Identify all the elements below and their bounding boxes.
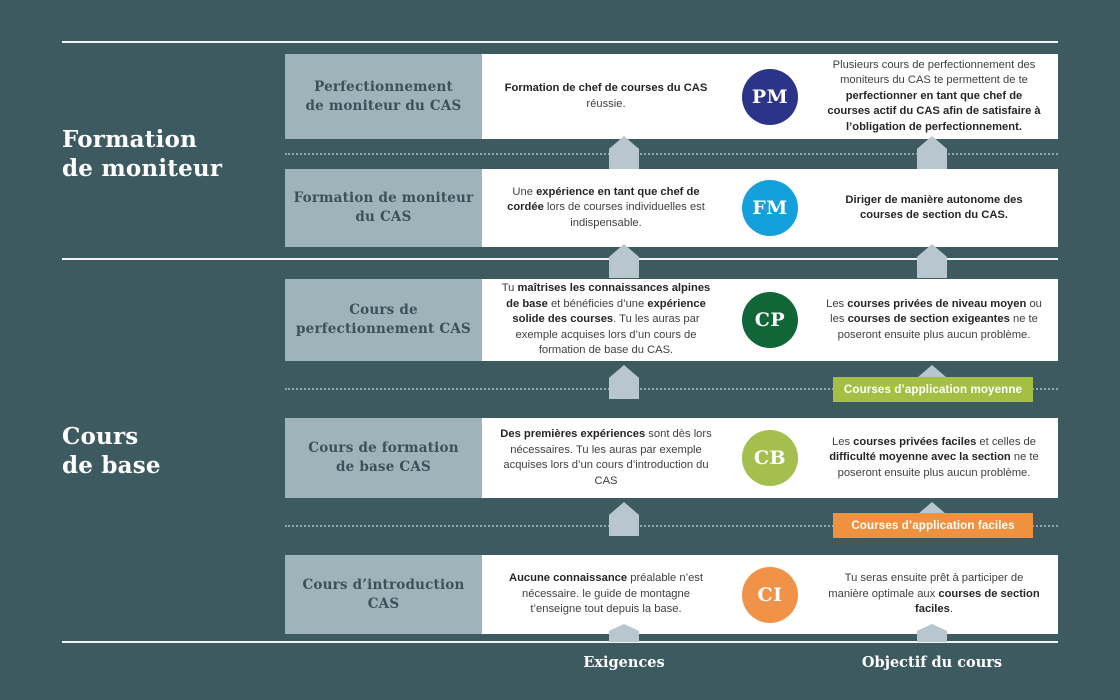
- row-ci-title-line-2: CAS: [367, 595, 400, 612]
- dotted-divider-3: [285, 525, 1058, 527]
- row-fm-card: Une expérience en tant que chef de cordé…: [482, 169, 1058, 247]
- arrow-up-objective-1: [917, 136, 947, 170]
- divider-top: [62, 41, 1058, 43]
- dotted-divider-2: [285, 388, 1058, 390]
- row-ci-objective: Tu seras ensuite prêt à participer de ma…: [828, 572, 1040, 616]
- row-ci-requirements: Aucune connaissance préalable n’est néce…: [508, 572, 704, 616]
- row-pm[interactable]: Perfectionnement de moniteur du CAS Form…: [285, 54, 1058, 139]
- row-pm-card: Formation de chef de courses du CAS réus…: [482, 54, 1058, 139]
- row-pm-title-line-1: Perfectionnement: [314, 78, 453, 95]
- row-cp-title: Cours de perfectionnement CAS: [285, 279, 482, 361]
- row-fm[interactable]: Formation de moniteur du CAS Une expérie…: [285, 169, 1058, 247]
- row-fm-title-line-2: du CAS: [355, 209, 412, 225]
- row-ci-title-line-1: Cours d’introduction: [302, 576, 465, 593]
- dotted-divider-1: [285, 153, 1058, 155]
- badge-cp-icon: CP: [742, 292, 798, 348]
- divider-bottom: [62, 641, 1058, 643]
- row-cp-badge-wrap: CP: [726, 292, 814, 348]
- row-cb-title: Cours de formation de base CAS: [285, 418, 482, 498]
- badge-cb-icon: CB: [742, 430, 798, 486]
- row-pm-title-line-2: de moniteur du CAS: [305, 97, 462, 114]
- row-cp-card: Tu maîtrises les connaissances alpines d…: [482, 279, 1058, 361]
- row-fm-title: Formation de moniteur du CAS: [285, 169, 482, 247]
- group-title-line-1: Formation: [62, 126, 197, 153]
- arrow-up-objective-2: [917, 244, 947, 278]
- pill-courses-application-moyenne[interactable]: Courses d’application moyenne: [833, 377, 1033, 402]
- row-ci[interactable]: Cours d’introduction CAS Aucune connaiss…: [285, 555, 1058, 634]
- row-fm-badge-wrap: FM: [726, 180, 814, 236]
- row-cp-title-line-1: Cours de: [349, 302, 418, 318]
- divider-middle: [62, 258, 1058, 260]
- row-fm-objective: Diriger de manière autonome des courses …: [845, 193, 1023, 222]
- arrow-up-objective-5: [917, 624, 947, 642]
- group-title-line-2: de moniteur: [62, 155, 223, 182]
- arrow-up-requirements-3: [609, 365, 639, 399]
- row-ci-badge-wrap: CI: [726, 566, 814, 623]
- row-ci-title: Cours d’introduction CAS: [285, 555, 482, 634]
- badge-fm-icon: FM: [742, 180, 798, 236]
- row-ci-card: Aucune connaissance préalable n’est néce…: [482, 555, 1058, 634]
- group-title-line-1: Cours: [62, 423, 139, 450]
- group-title-cours-de-base: Cours de base: [62, 422, 277, 480]
- pill-courses-application-faciles[interactable]: Courses d’application faciles: [833, 513, 1033, 538]
- row-cp-requirements: Tu maîtrises les connaissances alpines d…: [501, 282, 711, 357]
- row-cb-objective: Les courses privées faciles et celles de…: [829, 435, 1039, 479]
- footer-label-exigences: Exigences: [583, 654, 665, 671]
- arrow-up-requirements-2: [609, 244, 639, 278]
- row-cp[interactable]: Cours de perfectionnement CAS Tu maîtris…: [285, 279, 1058, 361]
- row-cp-objective: Les courses privées de niveau moyen ou l…: [826, 297, 1042, 341]
- row-cb-requirements: Des premières expériences sont dès lors …: [500, 428, 712, 487]
- row-cb[interactable]: Cours de formation de base CAS Des premi…: [285, 418, 1058, 498]
- arrow-up-requirements-1: [609, 136, 639, 170]
- badge-ci-icon: CI: [742, 566, 798, 623]
- row-pm-title: Perfectionnement de moniteur du CAS: [285, 54, 482, 139]
- arrow-up-requirements-4: [609, 502, 639, 536]
- row-cb-title-line-2: de base CAS: [336, 459, 431, 475]
- row-pm-objective: Plusieurs cours de perfectionnement des …: [827, 58, 1041, 133]
- badge-pm-icon: PM: [742, 68, 798, 125]
- row-cb-title-line-1: Cours de formation: [308, 440, 459, 456]
- footer-label-objectif: Objectif du cours: [861, 654, 1003, 671]
- group-title-formation-de-moniteur: Formation de moniteur: [62, 125, 277, 183]
- row-cb-card: Des premières expériences sont dès lors …: [482, 418, 1058, 498]
- row-fm-title-line-1: Formation de moniteur: [293, 190, 474, 206]
- group-title-line-2: de base: [62, 452, 161, 479]
- row-pm-requirements: Formation de chef de courses du CAS réus…: [504, 82, 708, 110]
- row-fm-requirements: Une expérience en tant que chef de cordé…: [507, 185, 705, 229]
- row-pm-badge-wrap: PM: [726, 68, 814, 125]
- row-cp-title-line-2: perfectionnement CAS: [296, 321, 471, 337]
- arrow-up-requirements-5: [609, 624, 639, 642]
- row-cb-badge-wrap: CB: [726, 430, 814, 486]
